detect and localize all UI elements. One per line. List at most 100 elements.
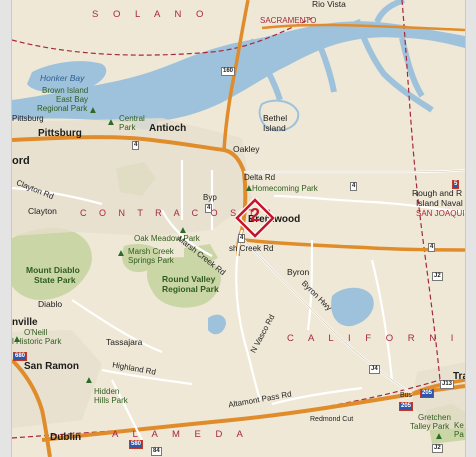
- interstate-shield-680: 680: [13, 352, 28, 361]
- city-label-byron: Byron: [287, 267, 310, 277]
- county-line-east: [401, 0, 441, 381]
- round-valley-park: [146, 257, 221, 308]
- county-label-san-joaquin: SAN JOAQUIN: [416, 209, 466, 218]
- park-tree-icon: ▲: [88, 105, 98, 116]
- park-label-marsh-creek: Marsh Creek: [128, 247, 174, 256]
- park-tree-icon: ▲: [106, 117, 116, 128]
- state-label-california: C A L I F O R N I A: [287, 333, 466, 344]
- left-frame-bar: [0, 0, 11, 457]
- island-label-bethel-island: Island: [263, 123, 286, 133]
- city-label-tracy: Trac: [453, 371, 465, 382]
- urban-area-san-ramon: [12, 330, 102, 428]
- bethel-island: [258, 99, 300, 132]
- right-frame-bar: [465, 0, 476, 457]
- city-label-rio-vista: Rio Vista: [312, 0, 346, 9]
- location-marker[interactable]: 2: [235, 198, 275, 238]
- small-lake: [208, 314, 226, 335]
- mount-diablo-park: [12, 227, 92, 300]
- city-label-concord: ord: [12, 155, 30, 167]
- water-label-honker-bay: Honker Bay: [40, 73, 85, 83]
- park-label-hills-park: Hills Park: [94, 396, 128, 405]
- park-label-round-valley: Round Valley: [162, 274, 216, 284]
- label-island-naval: Island Naval: [416, 198, 463, 208]
- park-label-pa: Pa: [454, 430, 464, 439]
- road-label-byp: Byp: [203, 193, 217, 202]
- route-shield-j2: J2: [432, 272, 443, 281]
- park-label-hidden: Hidden: [94, 387, 120, 396]
- route-shield-4-byp: 4: [205, 204, 213, 213]
- route-shield-84: 84: [151, 447, 162, 456]
- city-label-tassajara: Tassajara: [106, 337, 143, 347]
- city-label-clayton: Clayton: [28, 206, 57, 216]
- park-label-central: Central: [119, 114, 145, 123]
- interstate-shield-580: 580: [129, 440, 144, 449]
- county-label-solano: S O L A N O: [92, 9, 210, 20]
- map-base-layer: [12, 0, 465, 457]
- park-label-brown-island: Brown Island: [42, 86, 89, 95]
- honker-bay: [27, 61, 107, 93]
- park-label-oak-meadow: Oak Meadow Park: [134, 234, 200, 243]
- diamond-marker-icon: [235, 198, 275, 238]
- highway-north: [261, 23, 465, 32]
- park-label-historic-park: l Historic Park: [12, 337, 62, 346]
- park-label-regional-park: Regional Park: [37, 104, 88, 113]
- city-label-antioch: Antioch: [149, 123, 187, 134]
- green-patch-2: [184, 244, 218, 266]
- road-label-delta-rd: Delta Rd: [244, 173, 276, 182]
- highway-160: [222, 0, 250, 151]
- park-label-ke: Ke: [454, 421, 464, 430]
- park-label-springs-park: Springs Park: [128, 256, 174, 265]
- park-tree-icon: ▲: [244, 183, 254, 194]
- park-label-homecoming: Homecoming Park: [252, 184, 318, 193]
- park-tree-icon: ▲: [434, 431, 444, 442]
- city-label-dublin: Dublin: [50, 432, 82, 443]
- route-shield-4-north: 4: [350, 182, 358, 191]
- marsh-creek-park: [121, 244, 161, 272]
- route-shield-4-brentwood: 4: [238, 234, 246, 243]
- park-label-gretchen: Gretchen: [418, 413, 451, 422]
- park-tree-icon: ▲: [84, 375, 94, 386]
- byron-reservoir: [331, 287, 374, 327]
- route-shield-4: 4: [132, 141, 140, 150]
- label-rough-and-ready: Rough and R: [412, 188, 463, 198]
- highway-680: [12, 358, 52, 457]
- urban-area-pittsburg: [12, 118, 252, 236]
- road-label-pittsburg: Pittsburg: [12, 114, 44, 123]
- road-label-bus: Bus: [400, 392, 413, 399]
- map-canvas[interactable]: S O L A N O Rio Vista SACRAMENTO Honker …: [11, 0, 466, 457]
- road-label-redmond-cut: Redmond Cut: [310, 416, 354, 423]
- route-shield-4-east: 4: [428, 243, 436, 252]
- highway-205: [411, 378, 465, 396]
- park-label-mount-diablo: Mount Diablo: [26, 265, 80, 275]
- minor-roads-outline: [243, 169, 465, 395]
- highway-4-east: [243, 238, 465, 252]
- city-label-pittsburg: Pittsburg: [38, 128, 82, 139]
- county-label-contra-costa: C O N T R A C O S T A: [80, 208, 277, 218]
- route-shield-j4: J4: [369, 365, 380, 374]
- route-shield-160: 160: [221, 67, 236, 76]
- route-shield-j2-south: J2: [432, 444, 443, 453]
- island-label-bethel: Bethel: [263, 113, 288, 123]
- urban-area-tracy: [412, 362, 465, 430]
- park-tree-icon: ▲: [12, 334, 22, 345]
- city-label-san-ramon: San Ramon: [24, 361, 80, 372]
- city-label-oakley: Oakley: [233, 144, 260, 154]
- county-label-alameda: A L A M E D A: [112, 429, 249, 440]
- city-label-danville: nville: [12, 317, 38, 328]
- county-label-sacramento: SACRAMENTO: [260, 16, 317, 25]
- interstate-shield-5: 5: [452, 180, 460, 189]
- sloughs: [247, 0, 434, 113]
- park-label-state-park: State Park: [34, 275, 76, 285]
- delta-water: [12, 21, 465, 122]
- park-label-oneill: O'Neill: [24, 328, 48, 337]
- route-shield-j13: J13: [440, 380, 455, 389]
- park-label-central-park: Park: [119, 123, 136, 132]
- interstate-shield-205-business: 205: [399, 402, 414, 411]
- city-label-diablo: Diablo: [38, 299, 63, 309]
- marker-number: 2: [249, 205, 260, 225]
- park-tree-icon: ▲: [116, 248, 126, 259]
- park-label-round-valley-regional: Regional Park: [162, 284, 219, 294]
- county-line-north: [12, 17, 313, 56]
- park-tree-icon: ▲: [178, 225, 188, 236]
